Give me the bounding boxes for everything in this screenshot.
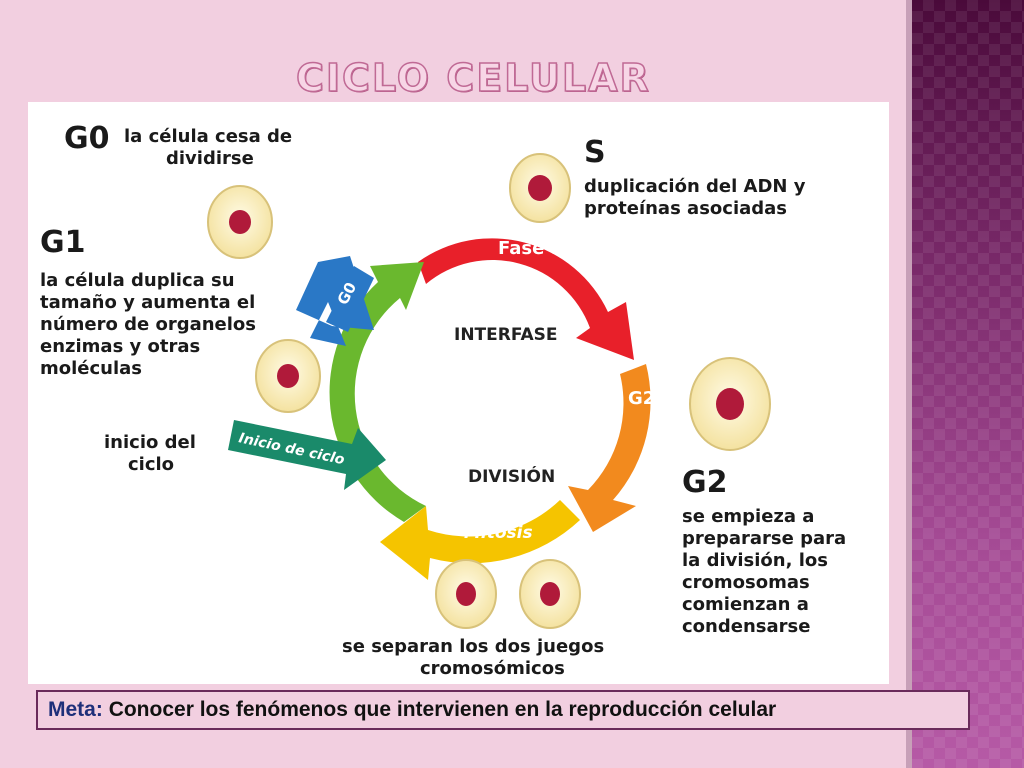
g1-text-3: número de organelos xyxy=(40,314,257,335)
g1-text-5: moléculas xyxy=(40,358,143,379)
g1-text-4: enzimas y otras xyxy=(40,336,201,357)
g2-text-3: la división, los xyxy=(682,550,828,571)
s-text-1: duplicación del ADN y xyxy=(584,176,806,197)
g1-text-2: tamaño y aumenta el xyxy=(40,292,256,313)
g2-arrow xyxy=(568,364,651,532)
inicio-arrow xyxy=(228,420,386,490)
cell-g2 xyxy=(689,357,771,451)
decorative-sidebar xyxy=(912,0,1024,768)
g0-text-1: la célula cesa de xyxy=(124,126,293,147)
s-text-2: proteínas asociadas xyxy=(584,198,788,219)
fase-s-arrow xyxy=(418,238,634,360)
g2-text-4: cromosomas xyxy=(682,572,810,593)
cell-mitosis-left xyxy=(435,559,497,629)
cell-cycle-diagram: Fase S G2 Mitosis G1 G0 Inicio de ciclo … xyxy=(28,102,889,684)
inicio-text-2: ciclo xyxy=(128,454,175,475)
slide-title: CICLO CELULAR xyxy=(295,55,651,101)
mitosis-text-1: se separan los dos juegos xyxy=(342,636,605,657)
g1-arrow-label: G1 xyxy=(364,363,390,383)
g0-arrow-shaft xyxy=(326,266,374,332)
cell-mitosis-right xyxy=(519,559,581,629)
cycle-svg: Fase S G2 Mitosis G1 G0 Inicio de ciclo … xyxy=(207,153,771,629)
inicio-text-1: inicio del xyxy=(104,432,196,453)
cell-s xyxy=(509,153,571,223)
sidebar-edge xyxy=(906,0,914,768)
g2-arrow-label: G2 xyxy=(628,388,655,409)
s-title: S xyxy=(584,135,606,170)
mitosis-label: Mitosis xyxy=(464,523,533,543)
g2-text-6: condensarse xyxy=(682,616,811,637)
fase-s-label: Fase S xyxy=(498,238,564,259)
meta-label: Meta: xyxy=(48,698,103,721)
meta-text: Meta: Conocer los fenómenos que intervie… xyxy=(48,698,776,722)
g2-text-2: prepararse para xyxy=(682,528,847,549)
g1-title: G1 xyxy=(40,225,86,260)
cell-g0 xyxy=(207,185,273,259)
g2-text-5: comienzan a xyxy=(682,594,809,615)
g2-text-1: se empieza a xyxy=(682,506,815,527)
cell-g1 xyxy=(255,339,321,413)
g2-title: G2 xyxy=(682,465,728,500)
g1-text-1: la célula duplica su xyxy=(40,270,235,291)
mitosis-text-2: cromosómicos xyxy=(420,658,565,679)
mitosis-arrow xyxy=(380,500,580,580)
meta-goal: Conocer los fenómenos que intervienen en… xyxy=(108,698,777,721)
g0-text-2: dividirse xyxy=(166,148,254,169)
meta-box: Meta: Conocer los fenómenos que intervie… xyxy=(36,690,970,730)
division-label: DIVISIÓN xyxy=(468,465,555,487)
g0-title: G0 xyxy=(64,121,110,156)
interfase-label: INTERFASE xyxy=(454,325,558,345)
